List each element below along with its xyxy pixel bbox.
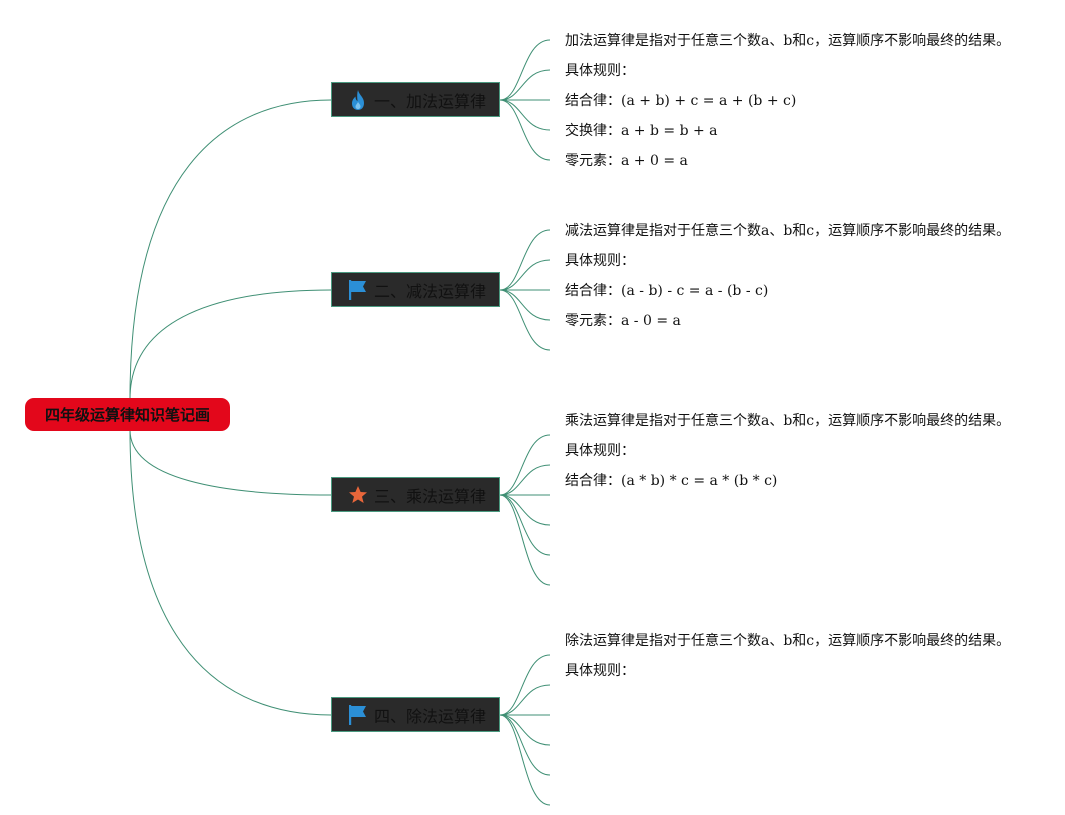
leaf-item[interactable]: 结合律：(a * b) * c = a * (b * c) (565, 473, 778, 489)
branch-node-addition[interactable]: 一、加法运算律 (331, 82, 500, 117)
branch-label: 二、减法运算律 (374, 281, 487, 301)
root-connector-line (129, 99, 332, 400)
leaf-item[interactable]: 减法运算律是指对于任意三个数a、b和c，运算顺序不影响最终的结果。 (565, 223, 1011, 239)
leaf-connector-line (499, 99, 551, 131)
flag-icon (348, 704, 368, 726)
leaf-connector-line (499, 654, 551, 716)
leaf-connector-line (499, 69, 551, 101)
leaf-connector-line (499, 494, 551, 586)
leaf-item[interactable]: 具体规则： (565, 663, 635, 679)
leaf-item[interactable]: 具体规则： (565, 63, 635, 79)
leaf-connector-line (499, 464, 551, 496)
leaf-connector-line (499, 39, 551, 101)
leaf-item[interactable]: 加法运算律是指对于任意三个数a、b和c，运算顺序不影响最终的结果。 (565, 33, 1011, 49)
fire-icon (348, 89, 368, 111)
leaf-item[interactable]: 交换律：a + b = b + a (565, 123, 718, 139)
leaf-item[interactable]: 乘法运算律是指对于任意三个数a、b和c，运算顺序不影响最终的结果。 (565, 413, 1011, 429)
leaf-item[interactable]: 除法运算律是指对于任意三个数a、b和c，运算顺序不影响最终的结果。 (565, 633, 1011, 649)
branch-label: 一、加法运算律 (374, 91, 487, 111)
leaf-connector-line (499, 289, 551, 321)
leaf-connector-line (499, 259, 551, 291)
leaf-item[interactable]: 零元素：a - 0 = a (565, 313, 681, 329)
star-icon (348, 484, 368, 506)
leaf-connector-line (499, 494, 551, 556)
branch-node-subtraction[interactable]: 二、减法运算律 (331, 272, 500, 307)
leaf-connector-line (499, 494, 551, 526)
leaf-connector-line (499, 714, 551, 746)
root-connector-line (129, 429, 332, 496)
branch-node-multiplication[interactable]: 三、乘法运算律 (331, 477, 500, 512)
root-label: 四年级运算律知识笔记画 (44, 406, 210, 424)
branch-label: 三、乘法运算律 (374, 486, 487, 506)
branch-node-division[interactable]: 四、除法运算律 (331, 697, 500, 732)
leaf-connector-line (499, 289, 551, 351)
branch-label: 四、除法运算律 (374, 706, 487, 726)
root-connector-line (129, 429, 332, 716)
leaf-connector-line (499, 714, 551, 776)
root-connector-line (129, 289, 332, 400)
leaf-connector-line (499, 714, 551, 806)
leaf-item[interactable]: 零元素：a + 0 = a (565, 153, 688, 169)
leaf-item[interactable]: 结合律：(a + b) + c = a + (b + c) (565, 93, 797, 109)
root-node[interactable]: 四年级运算律知识笔记画 (25, 398, 230, 431)
leaf-connector-line (499, 684, 551, 716)
leaf-item[interactable]: 具体规则： (565, 443, 635, 459)
flag-icon (348, 279, 368, 301)
leaf-connector-line (499, 229, 551, 291)
leaf-connector-line (499, 99, 551, 161)
leaf-item[interactable]: 具体规则： (565, 253, 635, 269)
leaf-connector-line (499, 434, 551, 496)
leaf-item[interactable]: 结合律：(a - b) - c = a - (b - c) (565, 283, 769, 299)
